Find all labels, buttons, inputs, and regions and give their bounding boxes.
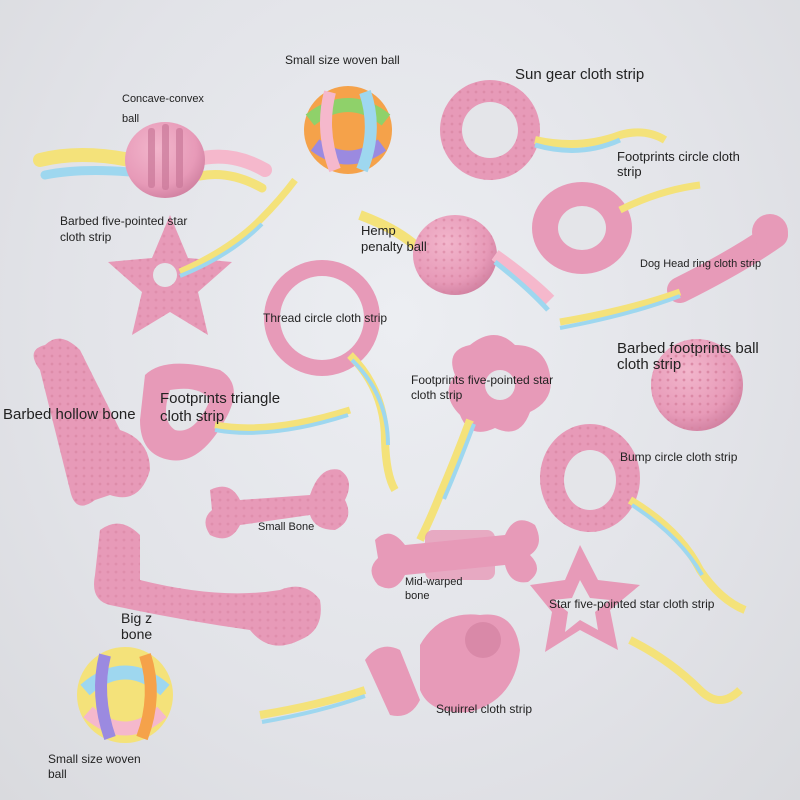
label-footprints-star-line2: cloth strip bbox=[411, 388, 463, 402]
label-footprints-triangle-line2: cloth strip bbox=[160, 408, 225, 425]
label-small-bone: Small Bone bbox=[258, 521, 315, 533]
concave-convex-ball-toy bbox=[33, 122, 272, 198]
mid-warped-bone-toy bbox=[371, 520, 539, 589]
label-barbed-star-line1: Barbed five-pointed star bbox=[60, 214, 188, 228]
hemp-penalty-ball-toy bbox=[358, 210, 555, 312]
big-z-bone-toy bbox=[94, 523, 321, 646]
label-barbed-footprints-line2: cloth strip bbox=[617, 356, 682, 373]
footprints-triangle-toy bbox=[140, 363, 352, 461]
label-barbed-footprints-line1: Barbed footprints ball bbox=[617, 340, 759, 357]
label-squirrel: Squirrel cloth strip bbox=[436, 702, 533, 716]
label-footprints-star-line1: Footprints five-pointed star bbox=[411, 373, 554, 387]
label-star-five-pointed: Star five-pointed star cloth strip bbox=[549, 597, 715, 611]
woven-ball-bottom-toy bbox=[77, 647, 173, 743]
footprints-five-pointed-star-toy bbox=[416, 335, 551, 542]
label-woven-ball-top: Small size woven ball bbox=[285, 53, 400, 67]
label-woven-ball-bottom-line2: ball bbox=[48, 767, 67, 781]
woven-ball-top-toy bbox=[304, 86, 392, 174]
label-sun-gear: Sun gear cloth strip bbox=[515, 66, 645, 83]
label-hemp-penalty-line1: Hemp bbox=[361, 223, 396, 238]
label-barbed-star-line2: cloth strip bbox=[60, 230, 112, 244]
label-hemp-penalty-line2: penalty ball bbox=[361, 239, 427, 254]
label-big-z-line2: bone bbox=[121, 626, 153, 642]
barbed-star-toy bbox=[108, 177, 298, 335]
label-footprints-triangle-line1: Footprints triangle bbox=[160, 390, 281, 407]
label-concave-convex-ball-line1: Concave-convex bbox=[122, 93, 204, 105]
sun-gear-ring-toy bbox=[440, 80, 668, 180]
squirrel-toy bbox=[259, 614, 520, 724]
footprints-circle-toy bbox=[532, 181, 701, 274]
label-mid-warped-line1: Mid-warped bbox=[405, 576, 463, 588]
label-footprints-circle-line1: Footprints circle cloth bbox=[617, 149, 740, 164]
barbed-hollow-bone-toy bbox=[33, 338, 150, 506]
star-five-pointed-star-toy bbox=[530, 545, 743, 704]
label-dog-head-ring: Dog Head ring cloth strip bbox=[640, 258, 762, 270]
label-bump-circle: Bump circle cloth strip bbox=[620, 450, 738, 464]
dog-head-ring-toy bbox=[559, 214, 788, 330]
label-woven-ball-bottom-line1: Small size woven bbox=[48, 752, 141, 766]
label-concave-convex-ball-line2: ball bbox=[122, 113, 140, 125]
thread-circle-toy bbox=[264, 260, 399, 493]
barbed-footprints-ball-toy bbox=[651, 339, 743, 431]
label-mid-warped-line2: bone bbox=[405, 590, 430, 602]
label-big-z-line1: Big z bbox=[121, 610, 153, 626]
small-bone-toy bbox=[205, 469, 349, 539]
bump-circle-toy bbox=[540, 424, 747, 614]
label-footprints-circle-line2: strip bbox=[617, 164, 642, 179]
label-barbed-hollow-bone: Barbed hollow bone bbox=[3, 406, 136, 423]
label-thread-circle: Thread circle cloth strip bbox=[263, 311, 388, 325]
